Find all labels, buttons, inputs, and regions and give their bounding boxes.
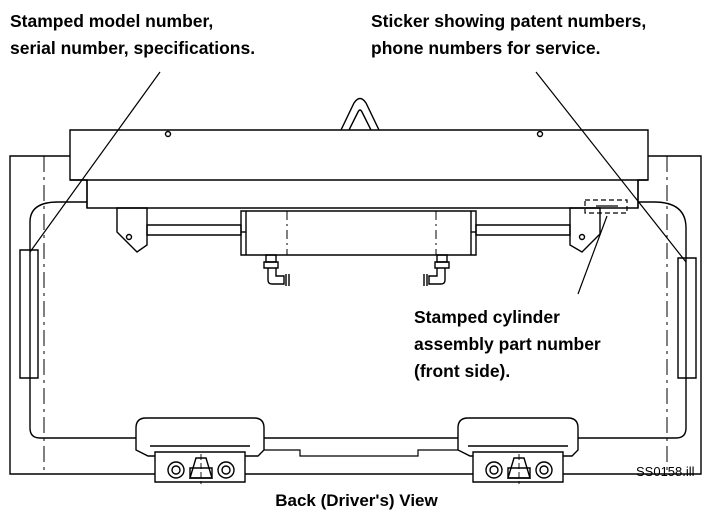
hydraulic-fitting-left [264,255,289,286]
model-number-plate [20,250,38,378]
bottom-center-notch [264,450,458,456]
bracket-right [570,208,600,252]
callout-cylinder-part-number: Stamped cylinder assembly part number (f… [414,304,601,385]
callout-left-line1: Stamped model number, [10,11,214,31]
callout-right-line1: Sticker showing patent numbers, [371,11,647,31]
latch-housing-right [458,418,578,484]
cylinder-rod-left [147,225,241,235]
callout-cylinder-line1: Stamped cylinder [414,307,560,327]
cylinder-rod-right [476,225,570,235]
callout-left-line2: serial number, specifications. [10,38,256,58]
callout-right-line2: phone numbers for service. [371,38,601,58]
bolt-left [166,132,171,137]
figure-caption: Back (Driver's) View [275,491,438,510]
top-crossbar [70,130,648,208]
leader-line-right [536,72,686,262]
callout-cylinder-line2: assembly part number [414,334,601,354]
lift-handle [341,99,379,131]
callout-model-number: Stamped model number, serial number, spe… [10,8,255,62]
bolt-right [538,132,543,137]
leader-line-cylinder [578,216,607,294]
patent-sticker [678,258,696,378]
leader-line-left [30,72,160,252]
callout-cylinder-line3: (front side). [414,361,511,381]
latch-pin-right-b [536,462,552,478]
cylinder-part-number-box [585,200,627,213]
latch-pin-left-b [218,462,234,478]
latch-pin-right-a [486,462,502,478]
file-reference: SS0158.ill [636,464,695,479]
plate-inner-panel [30,202,686,438]
hydraulic-fitting-right [424,255,449,286]
latch-pin-left-a [168,462,184,478]
bracket-left [117,208,147,252]
cylinder-body [241,211,476,255]
latch-housing-left [136,418,264,484]
callout-patent-sticker: Sticker showing patent numbers, phone nu… [371,8,646,62]
